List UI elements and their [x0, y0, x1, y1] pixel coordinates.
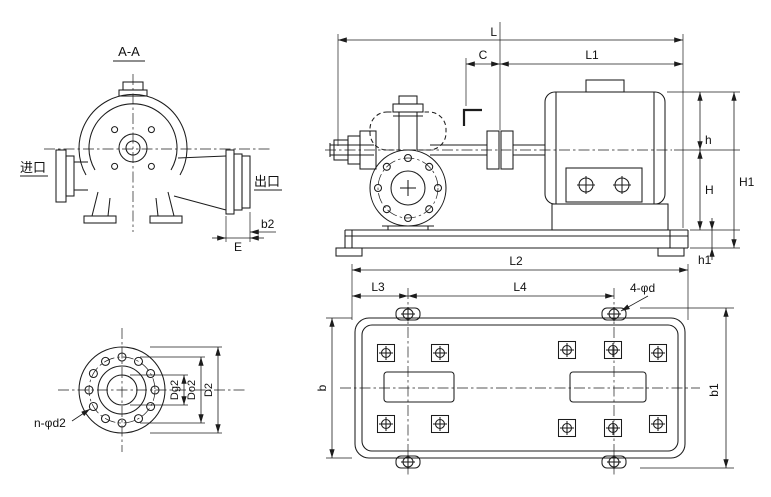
anchor-lugs: [395, 307, 627, 469]
mounting-pads: [376, 340, 668, 438]
pump-casing-outline: [78, 81, 188, 176]
shaft-bearing-left: [329, 130, 377, 170]
dim-label-l3: L3: [371, 280, 385, 294]
dim-label-b2: b2: [261, 217, 275, 231]
dim-label-dg2: Dg2: [169, 380, 181, 400]
dim-label-h: h: [705, 133, 712, 147]
dim-label-h1: h1: [698, 253, 712, 267]
baseplate-plan-outline: [354, 317, 686, 459]
baseplate-side: [335, 229, 689, 257]
dim-label-l1: L1: [585, 48, 599, 62]
dim-l: L: [338, 25, 683, 43]
shaft-hub-bore: [125, 140, 141, 156]
section-plane-marker: [462, 108, 482, 126]
plan-extension-lines: [340, 264, 700, 476]
dim-4-phi-d: 4-φd: [620, 281, 655, 312]
discharge-nozzle: [173, 149, 251, 215]
section-centerlines: [44, 74, 272, 232]
dim-n-d2: n-φd2: [34, 408, 91, 430]
dim-label-l2: L2: [509, 254, 523, 268]
inlet-label: 进口: [20, 160, 46, 175]
outlet-label: 出口: [254, 174, 280, 189]
flange-bore: [106, 374, 138, 406]
section-title: A-A: [118, 44, 140, 59]
casing-feet: [83, 191, 183, 224]
plan-view: L2 L3 L4 4-φd: [315, 254, 734, 476]
flange-bolt-holes: [84, 352, 160, 428]
motor-foot-plate: [565, 167, 643, 203]
base-foot-left: [335, 247, 363, 257]
section-view-aa: A-A: [20, 44, 282, 254]
dim-label-b1: b1: [707, 383, 721, 397]
coupling: [430, 130, 545, 170]
dim-l1: L1: [500, 48, 683, 67]
dim-l2: L2: [352, 254, 688, 273]
suction-flange: [55, 149, 88, 203]
dim-label-n-d2: n-φd2: [34, 416, 66, 430]
dim-b: b: [315, 317, 352, 459]
flange-outer-circle: [78, 346, 166, 434]
dim-h1-cap: H1: [731, 92, 755, 248]
side-view-extension-lines: [337, 22, 740, 249]
dim-b1: b1: [640, 307, 734, 469]
flange-raised-face: [97, 365, 147, 415]
dim-label-do2: Do2: [186, 380, 198, 400]
bolt-circle: [88, 356, 156, 424]
dim-c: C: [466, 48, 500, 67]
dim-h1-small: h1: [698, 218, 715, 267]
motor: [544, 79, 669, 231]
dim-label-l4: L4: [513, 280, 527, 294]
dim-b2: b2: [250, 217, 276, 235]
dim-label-d2: D2: [203, 383, 215, 397]
motor-body: [544, 91, 666, 205]
side-view: L C L1 h H H1 h1: [325, 22, 755, 267]
motor-lifting-lug: [585, 79, 625, 93]
stuffing-box-gland: [392, 95, 424, 150]
flange-view: n-φd2 Dg2 Do2 D2: [34, 328, 245, 452]
motor-pedestal: [551, 203, 669, 231]
volute-dashed-outline: [369, 111, 447, 151]
dim-e: E: [212, 212, 264, 254]
base-foot-right: [657, 247, 685, 257]
dim-label-4-phi-d: 4-φd: [630, 281, 655, 295]
shaft-hub-outer: [118, 133, 148, 163]
dim-label-H: H: [705, 183, 714, 197]
dim-label-b: b: [315, 384, 329, 391]
dim-label-e: E: [234, 240, 242, 254]
dim-label-H1: H1: [739, 175, 755, 189]
grout-slots: [383, 371, 647, 403]
dim-label-l: L: [490, 25, 497, 39]
dim-l4: L4: [408, 280, 614, 299]
flange-diameter-dims: Dg2 Do2 D2: [130, 346, 222, 434]
pump-bearing-housing: [369, 149, 447, 230]
dim-h-cap: H: [697, 150, 714, 230]
dim-label-c: C: [479, 48, 488, 62]
dim-l3: L3: [352, 280, 408, 299]
dim-h-small: h: [697, 92, 712, 150]
